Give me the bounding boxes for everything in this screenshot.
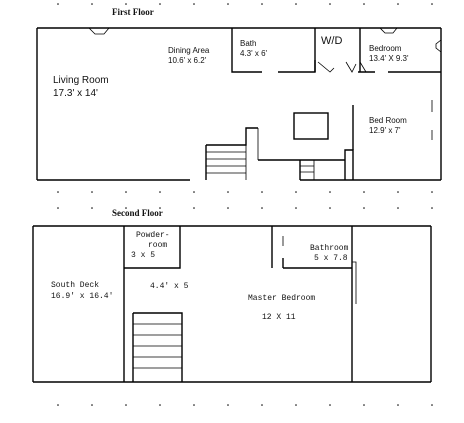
scale-tick	[363, 3, 365, 5]
dining-area-size: 10.6' x 6.2'	[168, 56, 207, 65]
scale-tick	[431, 404, 433, 406]
scale-tick	[397, 404, 399, 406]
scale-tick	[125, 191, 127, 193]
scale-tick	[227, 3, 229, 5]
scale-tick	[363, 207, 365, 209]
scale-tick	[329, 3, 331, 5]
first-floor-title: First Floor	[112, 7, 154, 17]
scale-tick	[329, 404, 331, 406]
top-wall-notch-right	[379, 27, 398, 34]
south-deck-name: South Deck	[51, 281, 99, 290]
second-floor-outer-wall	[32, 225, 432, 383]
washer-dryer-door-2	[345, 61, 357, 73]
scale-tick	[363, 191, 365, 193]
scale-tick	[193, 3, 195, 5]
scale-tick-marks	[57, 3, 433, 406]
scale-tick	[193, 404, 195, 406]
bedroom-size: 13.4' X 9.3'	[369, 54, 409, 63]
scale-tick	[91, 207, 93, 209]
bathroom-size: 5 x 7.8	[314, 254, 348, 263]
scale-tick	[431, 3, 433, 5]
right-wall-notch	[435, 39, 442, 53]
scale-tick	[91, 191, 93, 193]
scale-tick	[227, 207, 229, 209]
scale-tick	[397, 191, 399, 193]
scale-tick	[125, 207, 127, 209]
scale-tick	[57, 404, 59, 406]
second-floor-title: Second Floor	[112, 208, 163, 218]
bathroom-walls	[282, 258, 352, 269]
powder-room-size: 3 x 5	[131, 251, 155, 260]
scale-tick	[397, 207, 399, 209]
powder-room-name-2: room	[148, 241, 167, 250]
second-floor-plan: Second Floor South Deck 16.9' x 16.4' Po…	[32, 208, 432, 383]
living-room-size: 17.3' x 14'	[53, 88, 98, 99]
scale-tick	[261, 191, 263, 193]
scale-tick	[57, 191, 59, 193]
living-room-name: Living Room	[53, 75, 109, 86]
washer-dryer-door	[317, 61, 335, 73]
scale-tick	[125, 3, 127, 5]
scale-tick	[227, 404, 229, 406]
kitchen-counter	[258, 149, 354, 180]
scale-tick	[159, 191, 161, 193]
counter-lines	[300, 160, 315, 180]
scale-tick	[193, 207, 195, 209]
scale-tick	[261, 207, 263, 209]
scale-tick	[193, 191, 195, 193]
scale-tick	[159, 404, 161, 406]
hall-size: 4.4' x 5	[150, 282, 189, 291]
scale-tick	[431, 191, 433, 193]
bed-room-name: Bed Room	[369, 116, 407, 125]
scale-tick	[125, 404, 127, 406]
powder-room-name-1: Powder-	[136, 231, 170, 240]
scale-tick	[295, 404, 297, 406]
scale-tick	[159, 3, 161, 5]
scale-tick	[91, 3, 93, 5]
scale-tick	[295, 3, 297, 5]
first-floor-stairs	[205, 127, 259, 180]
bed-room-size: 12.9' x 7'	[369, 126, 401, 135]
washer-dryer-door-3	[359, 61, 367, 73]
bathroom-name: Bathroom	[310, 244, 349, 253]
scale-tick	[57, 207, 59, 209]
first-floor-plan: First Floor Living Room	[36, 7, 442, 181]
scale-tick	[91, 404, 93, 406]
master-bedroom-size: 12 X 11	[262, 313, 296, 322]
bedroom-name: Bedroom	[369, 44, 402, 53]
center-block	[293, 112, 329, 140]
scale-tick	[329, 207, 331, 209]
scale-tick	[329, 191, 331, 193]
top-wall-notch-left	[88, 27, 110, 35]
scale-tick	[397, 3, 399, 5]
scale-tick	[295, 207, 297, 209]
master-bedroom-name: Master Bedroom	[248, 294, 315, 303]
second-floor-stairs	[132, 312, 183, 382]
scale-tick	[431, 207, 433, 209]
scale-tick	[227, 191, 229, 193]
first-floor-outer-wall	[36, 27, 442, 181]
master-bedroom-right-jog	[352, 261, 357, 304]
scale-tick	[159, 207, 161, 209]
scale-tick	[363, 404, 365, 406]
bath-name: Bath	[240, 39, 256, 48]
washer-dryer-label: W/D	[321, 35, 342, 47]
scale-tick	[295, 191, 297, 193]
south-deck-size: 16.9' x 16.4'	[51, 292, 113, 301]
bath-size: 4.3' x 6'	[240, 49, 268, 58]
scale-tick	[57, 3, 59, 5]
scale-tick	[261, 3, 263, 5]
scale-tick	[261, 404, 263, 406]
washer-dryer-walls	[314, 28, 361, 73]
dining-area-name: Dining Area	[168, 46, 210, 55]
